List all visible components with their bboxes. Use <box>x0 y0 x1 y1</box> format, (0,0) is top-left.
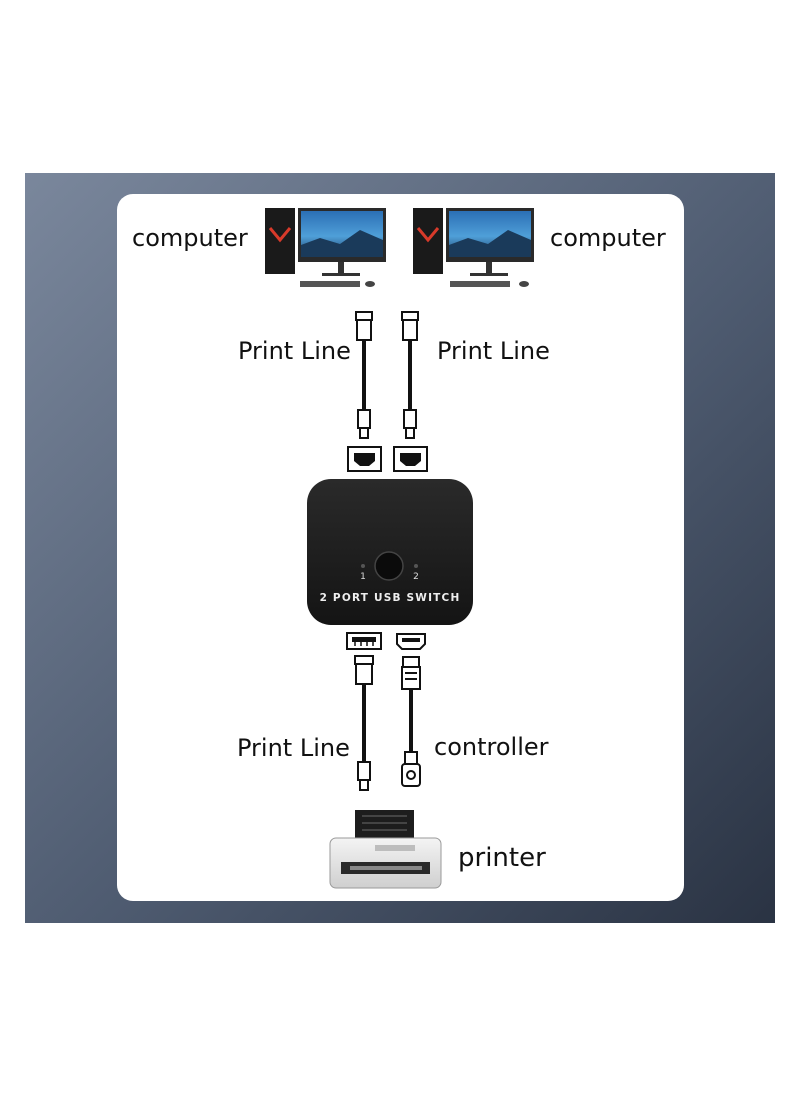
usb-b-port-icon-left <box>347 446 382 472</box>
usb-a-port-icon <box>346 632 382 650</box>
print-line-label-top-left: Print Line <box>238 337 351 365</box>
controller-label: controller <box>434 733 549 761</box>
port-1-label: 1 <box>360 572 366 582</box>
printer-label: printer <box>458 843 546 873</box>
port-2-label: 2 <box>413 572 419 582</box>
computer-right-icon <box>413 208 534 287</box>
print-line-cable-top-right <box>401 311 419 439</box>
print-line-label-bottom: Print Line <box>237 734 350 762</box>
controller-port-icon <box>396 633 426 650</box>
computer-left-label: computer <box>132 224 248 252</box>
computer-left-icon <box>265 208 386 287</box>
usb-b-port-icon-right <box>393 446 428 472</box>
device-name-label: 2 PORT USB SWITCH <box>320 592 461 604</box>
print-line-label-top-right: Print Line <box>437 337 550 365</box>
print-line-cable-bottom <box>354 655 374 791</box>
printer-icon <box>329 810 442 889</box>
computer-right-label: computer <box>550 224 666 252</box>
controller-cable <box>401 656 421 787</box>
usb-switch-device: 1 2 2 PORT USB SWITCH <box>307 479 473 625</box>
print-line-cable-top-left <box>355 311 373 439</box>
